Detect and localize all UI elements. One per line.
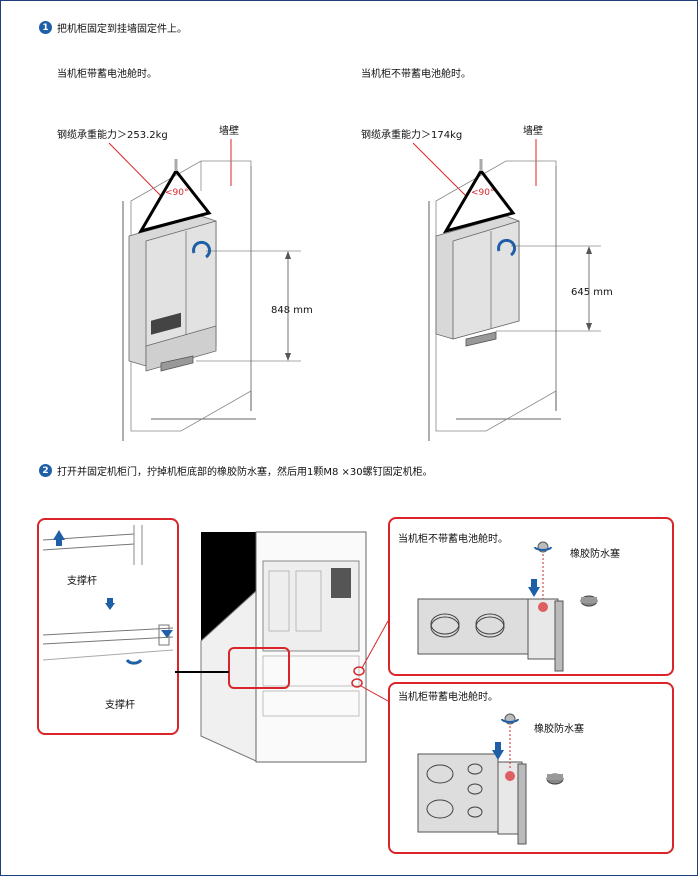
detail-battery-plug-label: 橡胶防水塞 <box>534 724 584 735</box>
detail-no-battery-title: 当机柜不带蓄电池舱时。 <box>398 534 508 545</box>
step-2-badge: 2 <box>39 464 52 477</box>
step-2-text: 打开并固定机柜门，拧掉机柜底部的橡胶防水塞，然后用1颗M8 ×30螺钉固定机柜。 <box>57 467 433 478</box>
detail-battery-title: 当机柜带蓄电池舱时。 <box>398 692 498 703</box>
support-rod-panel: 支撑杆 支撑杆 <box>37 518 179 735</box>
step-1-badge: 1 <box>39 21 52 34</box>
right-angle-label: <90° <box>471 188 495 198</box>
step-1-heading: 1 把机柜固定到挂墙固定件上。 <box>39 20 187 35</box>
detail-panel-no-battery: 当机柜不带蓄电池舱时。 橡胶防水塞 <box>388 517 674 676</box>
right-wall-label: 墙壁 <box>523 126 543 137</box>
left-wall-label: 墙壁 <box>219 126 239 137</box>
detail-panel-battery: 当机柜带蓄电池舱时。 橡胶防水塞 <box>388 682 674 854</box>
detail-no-battery-plug-label: 橡胶防水塞 <box>570 549 620 560</box>
left-angle-label: <90° <box>165 188 189 198</box>
detail-battery-drawing <box>417 713 564 845</box>
left-dimension: 848 mm <box>271 305 313 316</box>
right-case-title: 当机柜不带蓄电池舱时。 <box>361 69 471 80</box>
support-rod-label-bottom: 支撑杆 <box>105 700 135 711</box>
support-rod-label-top: 支撑杆 <box>67 576 97 587</box>
right-dimension: 645 mm <box>571 287 613 298</box>
right-cable-capacity: 钢缆承重能力＞174kg <box>361 130 463 141</box>
step-1-text: 把机柜固定到挂墙固定件上。 <box>57 24 187 35</box>
left-case-title: 当机柜带蓄电池舱时。 <box>57 69 157 80</box>
left-cable-capacity: 钢缆承重能力＞253.2kg <box>57 130 168 141</box>
support-rod-drawing <box>42 525 174 665</box>
detail-no-battery-drawing <box>417 541 598 672</box>
step-2-heading: 2 打开并固定机柜门，拧掉机柜底部的橡胶防水塞，然后用1颗M8 ×30螺钉固定机… <box>39 463 433 478</box>
